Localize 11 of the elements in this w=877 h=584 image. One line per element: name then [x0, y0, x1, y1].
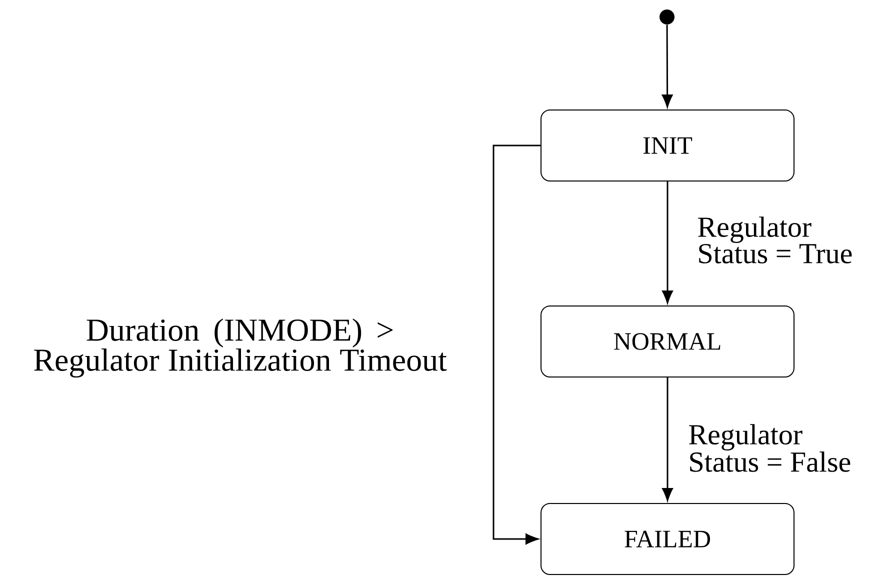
arrow [662, 24, 673, 108]
arrow [492, 144, 540, 544]
arrow [662, 182, 673, 304]
initial-state-dot [660, 10, 674, 24]
state-box: NORMAL [540, 306, 794, 378]
state-box: FAILED [540, 503, 794, 575]
arrow [662, 378, 673, 501]
edge-label: Regulator Status = True [698, 216, 852, 264]
state-box: INIT [540, 110, 794, 182]
edge-label: Duration (INMODE) > Regulator Initialization Timeout [34, 318, 447, 378]
edge-label: Regulator Status = False [689, 424, 850, 472]
